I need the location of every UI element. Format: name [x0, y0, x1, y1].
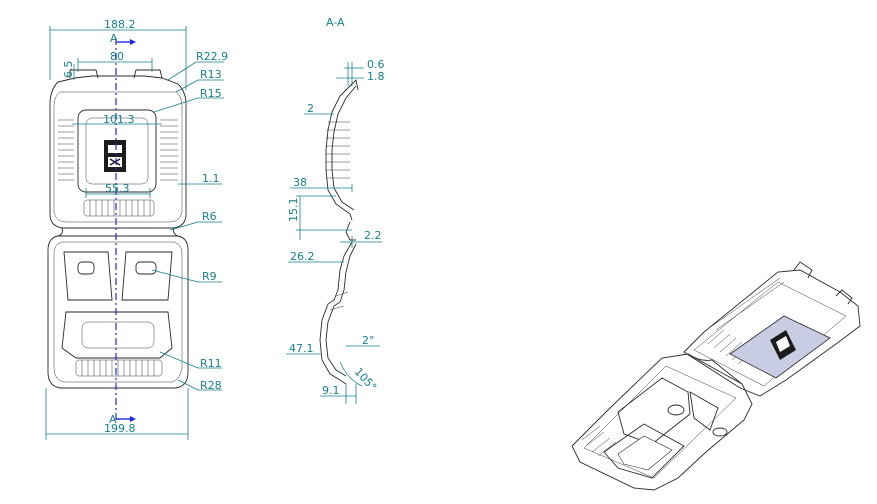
dim-corner-r1: R22.9: [167, 50, 228, 81]
dim-38-text: 38: [293, 176, 307, 189]
iso-compartment-side: [689, 391, 719, 431]
dim-corner-r3-text: R15: [200, 87, 222, 100]
section-marker-top: A: [110, 32, 136, 45]
dim-label-width: 101.3: [72, 113, 162, 126]
base-profile: [319, 241, 353, 385]
dim-cavity-r: R9: [151, 269, 222, 283]
iso-lid-outline: [683, 269, 861, 397]
base-profile-detail: [329, 291, 349, 311]
dim-bottom-width-text: 199.8: [104, 422, 136, 435]
dim-hinge-r: R6: [169, 210, 222, 231]
section-marker-top-label: A: [110, 32, 118, 45]
dim-1-8-text: 1.8: [367, 70, 385, 83]
logo-graphic: [104, 140, 126, 172]
base-profile-inner: [325, 243, 357, 377]
dim-9-1-text: 9.1: [322, 384, 340, 397]
lid-profile: [325, 83, 353, 221]
dim-tab-height-text: 6.5: [62, 61, 75, 79]
dim-2-text: 2: [307, 102, 314, 115]
dim-wall-text: 1.1: [202, 172, 220, 185]
iso-base-inner: [583, 365, 737, 479]
sauce-cup-left: [77, 261, 95, 275]
iso-lid-tab-left: [793, 261, 813, 279]
iso-compartment-main: [617, 377, 691, 445]
lid-tab-left: [69, 69, 99, 79]
dim-tab-height: 6.5: [62, 61, 75, 80]
dim-47-1-text: 47.1: [289, 342, 314, 355]
compartment-main: [61, 311, 173, 359]
dim-wall: 1.1: [178, 172, 222, 185]
base-outline: [47, 235, 189, 389]
base-bottom-ribs: [75, 359, 163, 377]
dim-tab-width: 80: [77, 50, 153, 72]
lid-profile-ribs: [326, 121, 350, 179]
dim-bottom-r2: R28: [177, 379, 222, 392]
dim-label-bottom: 55.3: [85, 182, 151, 198]
compartment-left: [63, 251, 113, 301]
dim-38: 38: [290, 176, 353, 192]
iso-lid-ribs: [707, 277, 785, 365]
section-marker-bottom: A: [109, 413, 136, 426]
hinge-profile: [345, 221, 356, 241]
dim-bottom-width: 199.8: [45, 388, 189, 440]
sauce-cup-right: [135, 261, 157, 275]
dim-hinge-r-text: R6: [202, 210, 217, 223]
dim-1-8: 1.8: [336, 70, 385, 83]
dim-0-6-text: 0.6: [367, 58, 385, 71]
dim-cavity-r-text: R9: [202, 270, 217, 283]
dim-2-2-text: 2.2: [364, 229, 382, 242]
iso-lid-inner: [693, 281, 847, 387]
dim-corner-r1-text: R22.9: [196, 50, 228, 63]
lid-tab-right: [133, 69, 163, 79]
dim-9-1: 9.1: [320, 384, 357, 404]
iso-base-outline: [571, 353, 753, 491]
dim-47-1: 47.1: [286, 342, 322, 355]
dim-2-2: 2.2: [340, 229, 382, 248]
lid-side-ribs: [58, 119, 178, 181]
section-view: A-A 0.6 1.8 2 38: [286, 16, 385, 404]
section-title: A-A: [326, 16, 345, 29]
label-recess: [77, 109, 157, 193]
dim-corner-r3: R15: [153, 87, 224, 113]
plan-view: A A 188.2 80 6.5 R22.9: [45, 18, 228, 440]
dim-label-bottom-text: 55.3: [105, 182, 130, 195]
dim-label-width-text: 101.3: [103, 113, 135, 126]
iso-compartment-front-floor: [617, 435, 673, 471]
label-recess-inner: [85, 117, 149, 185]
dim-2: 2: [304, 102, 334, 115]
dim-angle-2-text: 2°: [362, 334, 375, 347]
lid-outline: [49, 75, 187, 229]
dim-corner-r2: R13: [175, 68, 224, 93]
dim-0-6: 0.6: [344, 58, 385, 86]
dim-corner-r2-text: R13: [200, 68, 222, 81]
section-marker-bottom-label: A: [109, 413, 117, 426]
lid-inner-outline: [53, 91, 183, 223]
base-inner-outline: [53, 241, 183, 383]
dim-26-2: 26.2: [288, 250, 344, 263]
dim-overall-width-text: 188.2: [104, 18, 136, 31]
iso-hinge: [687, 353, 743, 385]
dim-bottom-r1: R11: [159, 351, 222, 370]
isometric-view: [571, 261, 861, 491]
iso-sauce-cup-left: [667, 404, 685, 416]
dim-bottom-r2-text: R28: [200, 379, 222, 392]
dim-angle-2: 2°: [346, 334, 380, 347]
lid-profile-inner: [331, 85, 357, 211]
iso-lid-tab-right: [835, 289, 853, 305]
dim-26-2-text: 26.2: [290, 250, 315, 263]
dim-15-1-text: 15.1: [287, 198, 300, 223]
compartment-right: [121, 251, 173, 301]
iso-sauce-cup-right: [712, 427, 728, 437]
iso-compartment-front: [603, 423, 685, 479]
iso-logo-graphic: [770, 330, 796, 360]
compartment-main-floor: [81, 321, 155, 349]
hinge: [57, 227, 179, 237]
dim-tab-width-text: 80: [110, 50, 124, 63]
iso-base-ribs: [581, 425, 617, 457]
lid-bottom-ribs: [83, 199, 155, 217]
dim-15-1: 15.1: [287, 195, 352, 240]
dim-overall-width: 188.2: [49, 18, 187, 90]
dim-bottom-r1-text: R11: [200, 357, 222, 370]
